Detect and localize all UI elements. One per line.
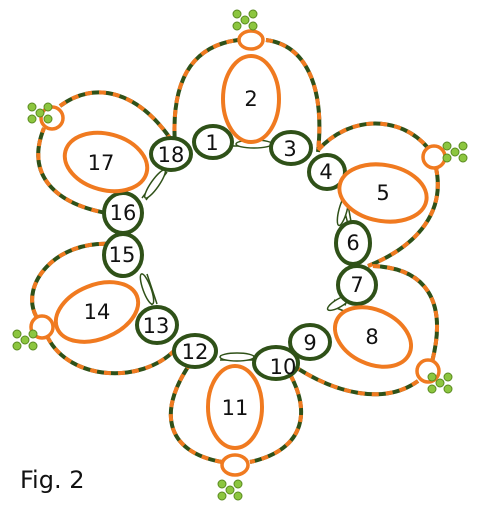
ring-12: [172, 333, 218, 369]
picot-dot: [443, 372, 453, 382]
picot-cluster-1: [232, 9, 258, 31]
chain-dash-11: [36, 127, 113, 216]
picot-dot: [217, 491, 227, 501]
ring-8: [332, 305, 414, 369]
picot-dot: [248, 21, 258, 31]
ring-17: [62, 130, 150, 194]
ring-16: [102, 191, 144, 235]
outer-chains: [29, 29, 447, 477]
ring-6: [334, 220, 372, 266]
ring-label-18: 18: [158, 143, 185, 167]
figure-caption: Fig. 2: [20, 466, 85, 494]
ring-label-11: 11: [222, 396, 249, 420]
ring-3: [269, 130, 313, 166]
ring-label-14: 14: [84, 300, 111, 324]
chain-dash-2: [265, 38, 322, 153]
picot-dot: [12, 341, 22, 351]
picot-cluster-2: [442, 141, 468, 163]
ring-label-12: 12: [182, 340, 209, 364]
picot-dot: [427, 372, 437, 382]
picot-dot: [442, 141, 452, 151]
picot-dot: [28, 329, 38, 339]
ring-2: [221, 54, 281, 144]
picot-dot: [233, 479, 243, 489]
picot-dot: [458, 153, 468, 163]
ring-label-13: 13: [143, 314, 170, 338]
chain-dash-5: [372, 264, 439, 363]
link-ellipse-4: [219, 352, 255, 362]
picot-dot: [233, 491, 243, 501]
ring-label-8: 8: [365, 325, 378, 349]
chain-dash-6: [286, 360, 420, 397]
ring-label-17: 17: [88, 151, 115, 175]
ring-label-9: 9: [303, 331, 316, 355]
picot-cluster-6: [27, 102, 53, 124]
picot-dot: [450, 147, 460, 157]
picot-dot: [27, 114, 37, 124]
picot-dot: [43, 114, 53, 124]
ring-label-6: 6: [346, 231, 359, 255]
join-ring-4: [220, 453, 250, 477]
ring-label-15: 15: [109, 243, 136, 267]
picot-dot: [458, 141, 468, 151]
chain-dash-7: [249, 361, 304, 464]
ring-14: [53, 280, 141, 344]
picot-dot: [28, 341, 38, 351]
picot-dot: [442, 153, 452, 163]
picot-dot: [443, 384, 453, 394]
picot-dot: [225, 485, 235, 495]
ring-label-3: 3: [283, 137, 296, 161]
picot-cluster-5: [12, 329, 38, 351]
link-ellipse-5: [139, 273, 155, 305]
picot-dot: [12, 329, 22, 339]
picot-dot: [427, 384, 437, 394]
ring-4: [307, 153, 347, 191]
ring-7: [336, 264, 378, 306]
ring-label-16: 16: [110, 201, 137, 225]
chain-1: [172, 38, 239, 146]
ring-13: [135, 305, 179, 345]
ring-label-2: 2: [244, 87, 257, 111]
picot-dot: [232, 21, 242, 31]
ring-9: [288, 323, 332, 361]
chain-3: [316, 121, 430, 152]
join-ring-1: [237, 29, 265, 51]
picot-dot: [248, 9, 258, 19]
picot-cluster-4: [217, 479, 243, 501]
ring-label-4: 4: [319, 160, 332, 184]
chain-dash-3: [316, 121, 430, 152]
picot-dot: [20, 335, 30, 345]
rings: [53, 54, 429, 450]
picot-dot: [27, 102, 37, 112]
ring-label-1: 1: [205, 131, 218, 155]
chain-dash-9: [46, 337, 177, 376]
chain-10: [30, 241, 113, 317]
picot-dot: [35, 108, 45, 118]
ring-18: [149, 136, 193, 172]
picot-clusters: [12, 9, 468, 501]
ring-10: [252, 345, 300, 381]
picot-dot: [240, 15, 250, 25]
picot-dot: [43, 102, 53, 112]
chain-dash-8: [168, 355, 223, 464]
ring-label-10: 10: [270, 355, 297, 379]
picot-cluster-3: [427, 372, 453, 394]
chain-dash-12: [58, 90, 178, 149]
ring-5: [337, 162, 429, 224]
chain-6: [286, 360, 420, 397]
picot-dot: [217, 479, 227, 489]
picot-dot: [435, 378, 445, 388]
ring-11: [206, 364, 264, 450]
chain-dash-4: [367, 167, 440, 268]
join-ring-2: [421, 144, 447, 170]
ring-1: [192, 124, 234, 160]
picot-dot: [232, 9, 242, 19]
ring-label-7: 7: [350, 273, 363, 297]
ring-label-5: 5: [376, 181, 389, 205]
